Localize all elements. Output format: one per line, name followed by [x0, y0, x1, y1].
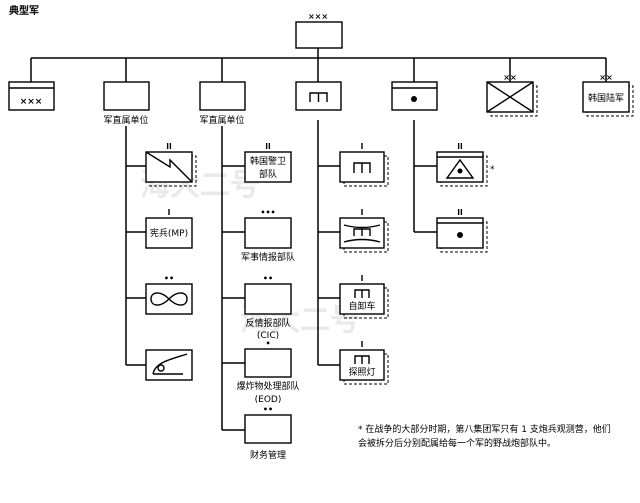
echelon-mark: •••: [260, 208, 275, 217]
unit-armor-division: ××: [486, 73, 538, 117]
pennant-icon: [152, 353, 188, 375]
echelon-mark: •: [265, 339, 270, 348]
unit-division: ×××: [8, 81, 55, 111]
unit-text: 宪兵(MP): [150, 227, 188, 239]
transport-wheel-icon: [150, 292, 188, 306]
unit-frame: [103, 81, 150, 111]
artillery-icon: [457, 232, 463, 238]
echelon-mark: ••: [263, 274, 273, 283]
echelon-mark: ••: [263, 405, 273, 414]
unit-corps-hq: ×××: [295, 12, 343, 49]
unit-label: 爆炸物处理部队: [236, 380, 299, 392]
unit-frame: [244, 414, 292, 444]
infantry-cross-icon: [486, 81, 534, 113]
echelon-mark: ××: [599, 73, 612, 82]
unit-label: 反情报部队: [245, 317, 290, 329]
unit-text: 韩国警卫: [250, 155, 286, 167]
unit-corps-troops-2: 军直属单位: [199, 81, 246, 126]
echelon-mark: ×××: [308, 12, 328, 21]
unit-label: 军直属单位: [199, 114, 244, 126]
unit-frame: [244, 348, 292, 378]
unit-frame: [582, 81, 630, 113]
unit-frame: [199, 81, 246, 111]
echelon-mark: ll: [457, 142, 463, 151]
unit-text: 探照灯: [348, 366, 375, 378]
engineer-icon: [353, 228, 371, 236]
unit-rok-army: ×× 韩国陆军: [582, 73, 634, 117]
unit-frame: [244, 217, 292, 249]
echelon-mark: l: [361, 208, 364, 217]
unit-military-intel: ••• 军事情报部队: [241, 208, 295, 263]
unit-transport: ••: [145, 274, 193, 315]
echelon-mark: l: [361, 340, 364, 349]
echelon-mark: l: [361, 142, 364, 151]
unit-engineer-company-1: l: [339, 142, 389, 187]
echelon-mark: ll: [457, 208, 463, 217]
bridge-icon: [343, 224, 381, 243]
engineer-icon: [354, 355, 370, 364]
unit-finance: •• 财务管理: [244, 405, 292, 461]
unit-frame: [244, 151, 292, 183]
unit-signal: ll: [145, 142, 197, 187]
unit-frame: [244, 283, 292, 315]
unit-frame: [8, 81, 55, 111]
connector-lines: [30, 48, 607, 431]
unit-searchlight: l 探照灯: [339, 340, 389, 385]
footnote-line: 会被拆分后分别配属给每一个军的野战炮部队中。: [358, 437, 556, 449]
unit-frame: [339, 349, 385, 381]
unit-counter-intel: •• 反情报部队 (CIC): [244, 274, 292, 341]
footnote-marker: *: [490, 165, 495, 175]
unit-label: (EOD): [255, 395, 282, 405]
echelon-mark: ll: [166, 142, 172, 151]
footnote-line: * 在战争的大部分时期，第八集团军只有 1 支炮兵观测营，他们: [358, 423, 611, 435]
echelon-mark: l: [361, 274, 364, 283]
unit-eod: • 爆炸物处理部队 (EOD): [236, 339, 299, 405]
unit-artillery-observation: ll *: [436, 142, 495, 187]
unit-rok-guard: ll 韩国警卫 部队: [244, 142, 292, 183]
echelon-mark: l: [168, 208, 171, 217]
unit-field-artillery: ll: [436, 208, 488, 253]
echelon-mark: ll: [265, 142, 271, 151]
unit-artillery: [391, 81, 438, 111]
unit-corps-troops-1: 军直属单位: [103, 81, 150, 126]
unit-frame: [339, 283, 385, 315]
echelon-mark: ••: [164, 274, 174, 283]
unit-engineer: [295, 81, 342, 111]
unit-frame: [391, 81, 438, 111]
unit-frame: [295, 21, 343, 49]
engineer-icon: [353, 162, 371, 173]
engineer-icon: [309, 92, 328, 102]
unit-text: 部队: [259, 168, 277, 180]
engineer-icon: [354, 289, 370, 298]
unit-dump-truck: l 自卸车: [339, 274, 389, 319]
unit-frame: [145, 217, 193, 249]
signal-bolt-icon: [145, 151, 193, 183]
unit-label: 军直属单位: [103, 114, 148, 126]
unit-military-police: l 宪兵(MP): [145, 208, 193, 249]
chart-title: 典型军: [9, 4, 39, 17]
unit-label: 军事情报部队: [241, 251, 295, 263]
observation-triangle-icon: [445, 158, 475, 179]
echelon-mark: ××: [503, 73, 516, 82]
unit-text: ×××: [20, 97, 43, 107]
unit-label: (CIC): [257, 331, 279, 341]
unit-medical: [145, 349, 193, 381]
artillery-icon: [411, 96, 417, 102]
unit-text: 自卸车: [348, 300, 375, 312]
unit-label: 财务管理: [250, 449, 286, 461]
unit-engineer-bridge: l: [339, 208, 389, 253]
unit-text: 韩国陆军: [588, 92, 624, 104]
